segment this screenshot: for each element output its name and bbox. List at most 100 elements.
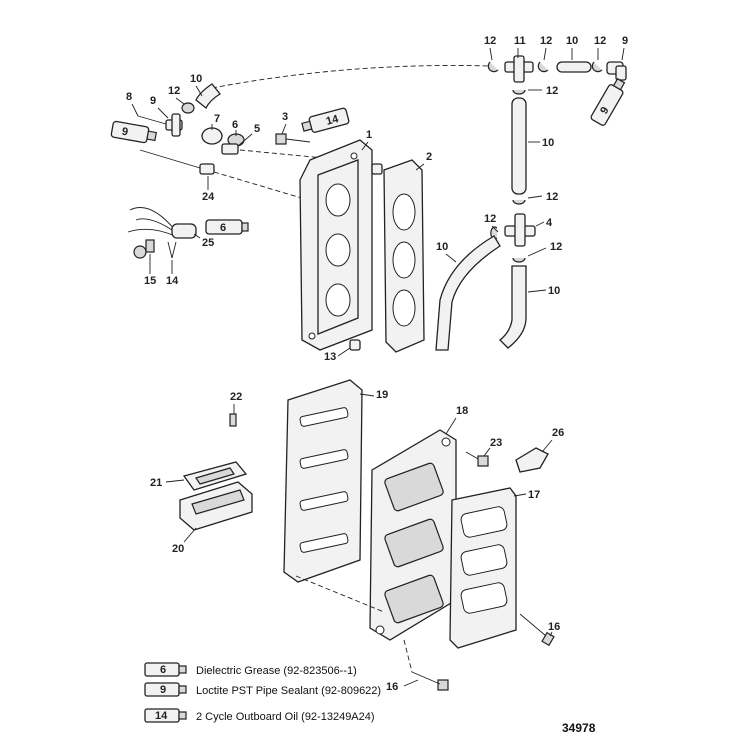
hose-clamp-12-g [512,257,526,263]
callout-10: 10 [548,285,560,297]
reed-petals-21 [182,461,248,491]
clip-14 [167,241,177,259]
sensor-24 [139,149,215,175]
left-small-parts: 9 14 [110,83,350,259]
grease-tube-tag: 6 [220,222,226,234]
callout-9: 9 [150,95,156,107]
oil-tube: 14 [301,107,350,133]
callout-5: 5 [254,123,260,135]
callout-6: 6 [232,119,238,131]
legend-tag: 9 [160,684,166,696]
callout-24: 24 [202,191,215,203]
callout-11: 11 [514,35,526,47]
legend-label: Dielectric Grease (92-823506--1) [196,665,357,677]
grease-tube: 6 [205,219,249,235]
intake-housing-18 [369,429,457,641]
callout-4: 4 [546,217,553,229]
hose-clamp-12-d [512,89,526,95]
sealant-tube-right-tag: 9 [598,105,611,116]
callout-23: 23 [490,437,502,449]
callout-12: 12 [594,35,606,47]
callout-12: 12 [546,85,558,97]
callout-7: 7 [214,113,220,125]
hose-clamp-12-e [512,199,526,205]
screw-8 [137,115,167,125]
fitting-7 [201,127,223,145]
bolt-16-lower [411,671,449,691]
callout-10: 10 [190,73,202,85]
fitting-5 [221,143,239,155]
sealant-tube-left-tag: 9 [121,126,129,139]
legend-row-dielectric-grease: 6 Dielectric Grease (92-823506--1) [144,662,357,677]
callout-22: 22 [230,391,242,403]
callout-16: 16 [548,621,560,633]
callout-10: 10 [542,137,554,149]
callout-12: 12 [546,191,558,203]
callout-13: 13 [324,351,336,363]
sealant-tube-right: 9 [590,77,626,126]
screw-22 [229,413,237,427]
guide-line-a [239,149,346,161]
dowel-pin-13 [349,339,361,351]
legend: 6 Dielectric Grease (92-823506--1) 9 Loc… [144,662,381,723]
gasket-19 [283,379,363,583]
hose-clamp-12-left [181,102,195,114]
callout-20: 20 [172,543,184,555]
legend-row-outboard-oil: 14 2 Cycle Outboard Oil (92-13249A24) [144,708,375,723]
hose-clamp-12-top [487,61,499,73]
legend-tag: 14 [155,710,168,722]
elbow-fitting-9 [606,61,627,81]
callout-17: 17 [528,489,540,501]
fitting-9-left [165,113,183,137]
callout-2: 2 [426,151,432,163]
curved-hose-10-left [435,235,501,351]
alignment-line-bolt [403,639,413,673]
hose-10-left [195,83,221,110]
callout-18: 18 [456,405,468,417]
callout-21: 21 [150,477,162,489]
cross-fitting-4 [504,213,536,247]
legend-label: 2 Cycle Outboard Oil (92-13249A24) [196,711,375,723]
callout-12: 12 [550,241,562,253]
hose-routing-line [211,65,491,89]
screw-15 [145,239,155,253]
callout-10: 10 [436,241,448,253]
callout-12: 12 [540,35,552,47]
callout-10: 10 [566,35,578,47]
callout-1: 1 [366,129,372,141]
callout-12: 12 [484,35,496,47]
callout-8: 8 [126,91,132,103]
oil-tube-tag: 14 [325,113,341,128]
short-hose-10 [556,61,592,73]
sealant-tube-left: 9 [110,120,157,144]
callout-15: 15 [144,275,156,287]
hose-clamp-12-c [591,61,603,73]
cylinder-head-cover-1 [299,139,373,351]
callout-3: 3 [282,111,288,123]
bolt-23 [465,451,489,467]
legend-row-pipe-sealant: 9 Loctite PST Pipe Sealant (92-809622) [144,682,381,697]
callout-25: 25 [202,237,214,249]
legend-label: Loctite PST Pipe Sealant (92-809622) [196,685,381,697]
drawing-number: 34978 [562,721,596,735]
bolt-3 [275,133,311,145]
gasket-17 [449,487,517,649]
callout-16: 16 [386,681,398,693]
callout-12: 12 [168,85,180,97]
callout-9: 9 [622,35,628,47]
callout-14: 14 [166,275,179,287]
curved-hose-10-bottom [499,265,527,349]
callout-12: 12 [484,213,496,225]
callout-19: 19 [376,389,388,401]
tee-fitting-11 [504,55,534,83]
bracket-26 [515,447,549,473]
callout-26: 26 [552,427,564,439]
callouts: 12 11 12 10 12 9 12 10 12 12 4 12 10 10 … [126,35,628,693]
reed-block-20 [179,481,253,531]
head-gasket-2 [383,159,425,353]
hose-fitting-assembly: 9 [211,55,627,351]
wire-harness-25 [127,207,197,259]
vertical-hose-10 [511,97,527,195]
legend-tag: 6 [160,664,166,676]
